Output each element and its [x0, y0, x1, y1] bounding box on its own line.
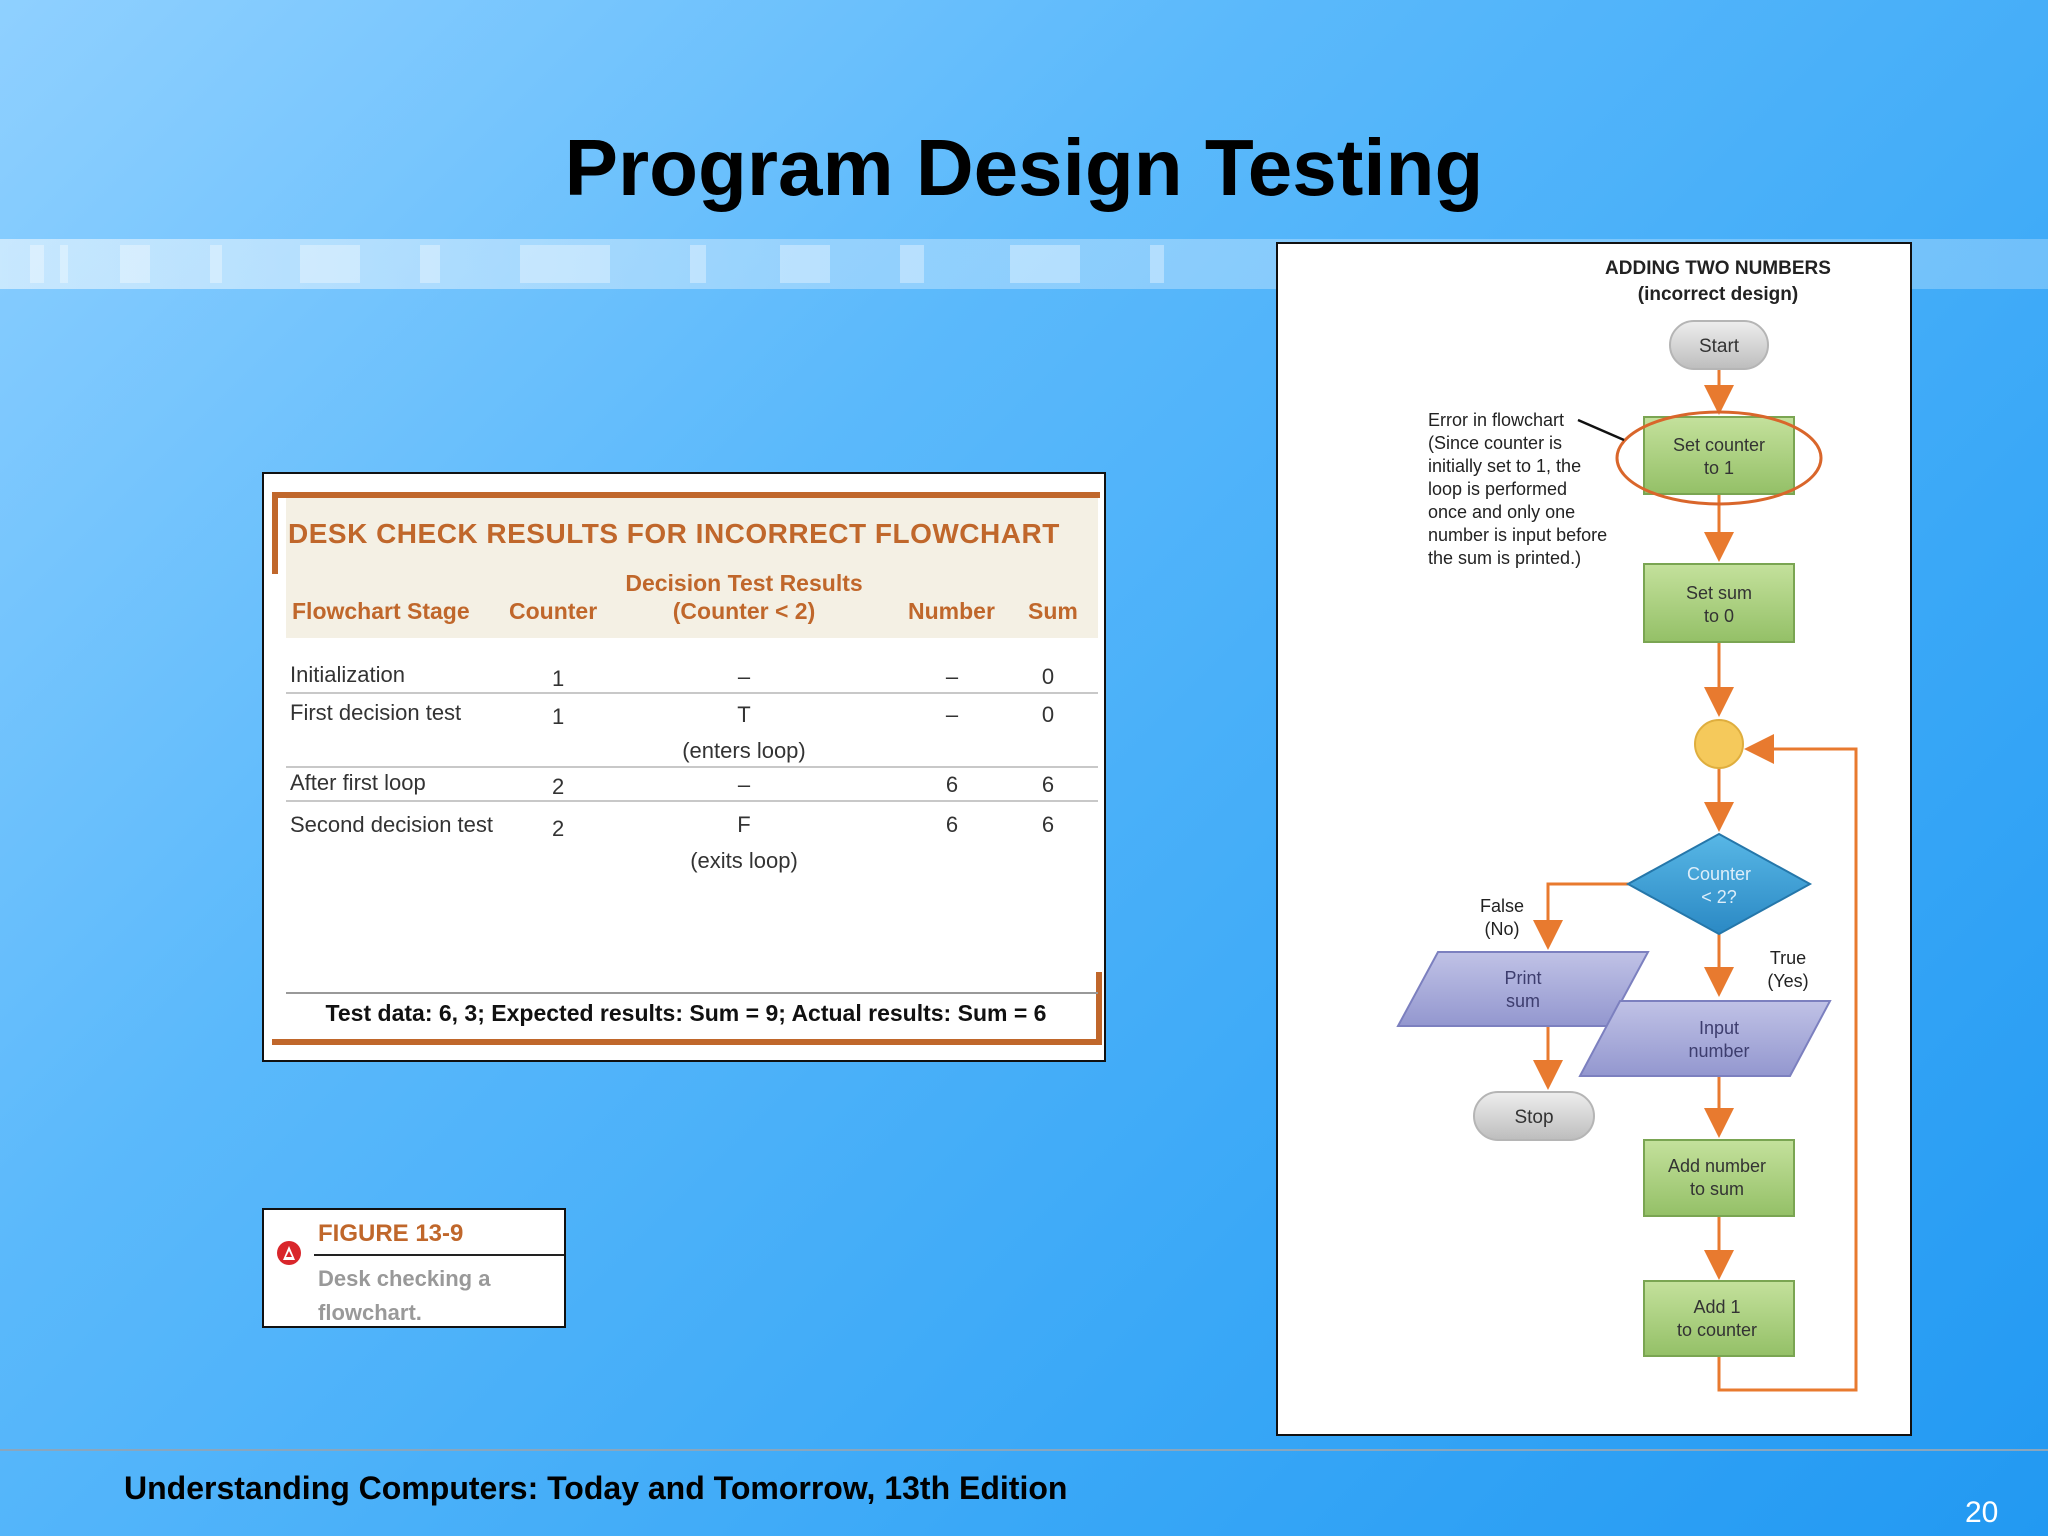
true-branch-label-line2: (Yes)	[1767, 971, 1808, 991]
set-counter-label-line2: to 1	[1704, 458, 1734, 478]
page-number: 20	[1965, 1496, 1999, 1529]
desk-check-table: DESK CHECK RESULTS FOR INCORRECT FLOWCHA…	[262, 472, 1106, 1062]
table-cell-decision-note: (enters loop)	[682, 738, 806, 763]
add-number-label-line2: to sum	[1690, 1179, 1744, 1199]
column-header-decision: Decision Test Results	[625, 570, 863, 596]
true-branch-label: True	[1770, 948, 1806, 968]
figure-number: FIGURE 13-9	[318, 1220, 464, 1247]
table-cell-counter: 1	[552, 704, 565, 729]
set-counter-process	[1643, 416, 1795, 495]
start-terminal	[1669, 320, 1769, 370]
table-cell-number: 6	[945, 812, 959, 837]
set-sum-label: Set sum	[1686, 583, 1752, 603]
table-cell-decision: F	[737, 812, 751, 837]
table-cell-stage: Initialization	[290, 662, 405, 687]
svg-text:the sum is printed.): the sum is printed.)	[1428, 548, 1581, 568]
decision-label-line2: < 2?	[1701, 887, 1737, 907]
svg-text:Error in flowchart: Error in flowchart	[1428, 410, 1564, 430]
table-cell-decision-note: (exits loop)	[690, 848, 798, 873]
column-header-sum: Sum	[1028, 598, 1078, 624]
counter-decision	[1625, 832, 1813, 936]
table-cell-sum: 0	[1041, 664, 1055, 689]
set-sum-label-line2: to 0	[1704, 606, 1734, 626]
start-label: Start	[1699, 336, 1740, 357]
add-counter-label-line2: to counter	[1677, 1320, 1757, 1340]
table-cell-number: 6	[945, 772, 959, 797]
svg-text:(Since counter is: (Since counter is	[1428, 433, 1562, 453]
false-branch-label: False	[1480, 896, 1524, 916]
desk-check-footer: Test data: 6, 3; Expected results: Sum =…	[325, 1000, 1047, 1026]
print-sum-label-line2: sum	[1506, 991, 1540, 1011]
footer-book-title: Understanding Computers: Today and Tomor…	[124, 1470, 1068, 1506]
flowchart-panel: ADDING TWO NUMBERS (incorrect design) St…	[1276, 242, 1912, 1436]
svg-text:once and only one: once and only one	[1428, 502, 1575, 522]
svg-text:loop is performed: loop is performed	[1428, 479, 1567, 499]
add-counter-label: Add 1	[1693, 1297, 1740, 1317]
svg-text:number is input before: number is input before	[1428, 525, 1607, 545]
error-highlight	[1615, 410, 1823, 506]
table-cell-counter: 2	[552, 774, 565, 799]
input-number-input	[1578, 1000, 1832, 1077]
table-cell-number: –	[945, 664, 959, 689]
stop-label: Stop	[1514, 1107, 1553, 1128]
loop-connector	[1694, 719, 1744, 769]
print-sum-label: Print	[1504, 968, 1541, 988]
flowchart-title: ADDING TWO NUMBERS	[1605, 258, 1831, 279]
set-counter-label: Set counter	[1673, 435, 1765, 455]
false-branch-label-line2: (No)	[1485, 919, 1520, 939]
table-cell-sum: 6	[1041, 812, 1055, 837]
table-cell-decision: –	[737, 772, 751, 797]
table-cell-decision: T	[737, 702, 751, 727]
print-sum-output	[1396, 951, 1650, 1027]
table-cell-stage: First decision test	[290, 700, 462, 725]
table-cell-counter: 1	[552, 666, 565, 691]
table-cell-sum: 6	[1041, 772, 1055, 797]
column-header-stage: Flowchart Stage	[292, 598, 470, 624]
add-number-process	[1643, 1139, 1795, 1217]
svg-text:initially set to 1, the: initially set to 1, the	[1428, 456, 1581, 476]
stop-terminal	[1473, 1091, 1595, 1141]
add-number-label: Add number	[1668, 1156, 1766, 1176]
table-cell-number: –	[945, 702, 959, 727]
figure-caption: FIGURE 13-9 Desk checking a flowchart.	[262, 1208, 566, 1328]
flowchart-subtitle: (incorrect design)	[1638, 284, 1798, 305]
table-cell-stage: After first loop	[290, 770, 426, 795]
table-cell-counter: 2	[552, 816, 565, 841]
input-number-label-line2: number	[1688, 1041, 1749, 1061]
column-header-counter: Counter	[509, 598, 598, 624]
column-header-number: Number	[908, 598, 995, 624]
decision-label: Counter	[1687, 864, 1751, 884]
add-counter-process	[1643, 1280, 1795, 1357]
desk-check-title: DESK CHECK RESULTS FOR INCORRECT FLOWCHA…	[288, 518, 1060, 549]
slide-title: Program Design Testing	[564, 123, 1484, 212]
table-cell-decision: –	[737, 664, 751, 689]
column-header-decision-condition: (Counter < 2)	[672, 598, 816, 624]
table-cell-stage: Second decision test	[290, 812, 494, 837]
error-pointer	[1577, 418, 1625, 442]
figure-badge-icon	[277, 1241, 301, 1265]
flowchart-diagram: ADDING TWO NUMBERS (incorrect design) St…	[1396, 258, 1858, 1392]
set-sum-process	[1643, 563, 1795, 643]
figure-description: Desk checking a flowchart.	[318, 1266, 491, 1325]
input-number-label: Input	[1699, 1018, 1739, 1038]
error-annotation: Error in flowchart (Since counter is ini…	[1428, 410, 1607, 568]
table-cell-sum: 0	[1041, 702, 1055, 727]
footer-divider	[0, 1449, 2048, 1451]
